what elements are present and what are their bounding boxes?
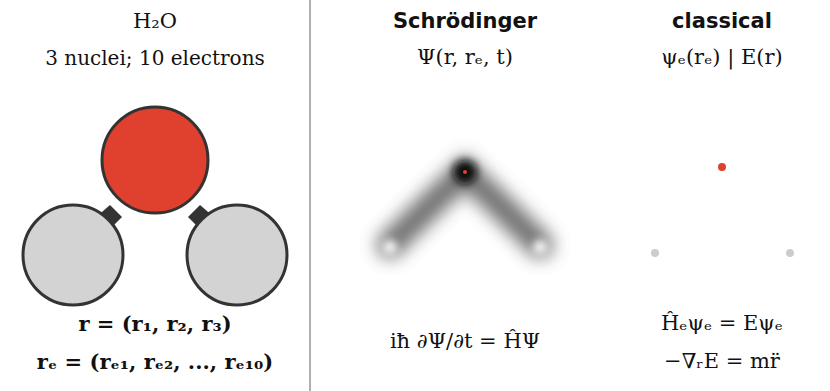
- formula-label: r = (r₁, r₂, r₃): [78, 312, 231, 335]
- formula-label: ψₑ(rₑ) | E(r): [661, 46, 782, 69]
- water-molecule: [23, 107, 287, 305]
- equation-label: −∇ᵣE = mr̈: [664, 350, 780, 373]
- equation-label: Ĥₑψₑ = Eψₑ: [661, 312, 783, 335]
- formula-label: rₑ = (rₑ₁, rₑ₂, ..., rₑ₁₀): [37, 350, 273, 373]
- panel-heading: classical: [672, 10, 772, 33]
- panel-divider: [309, 0, 311, 391]
- quantum-density: [383, 160, 547, 254]
- formula-label: H₂O: [133, 10, 177, 33]
- caption-text: 3 nuclei; 10 electrons: [45, 47, 265, 69]
- formula-label: Ψ(r, rₑ, t): [417, 46, 513, 69]
- equation-label: iħ ∂Ψ/∂t = ĤΨ: [390, 330, 540, 353]
- panel-heading: Schrödinger: [393, 10, 537, 33]
- classical-nuclei: [651, 163, 794, 257]
